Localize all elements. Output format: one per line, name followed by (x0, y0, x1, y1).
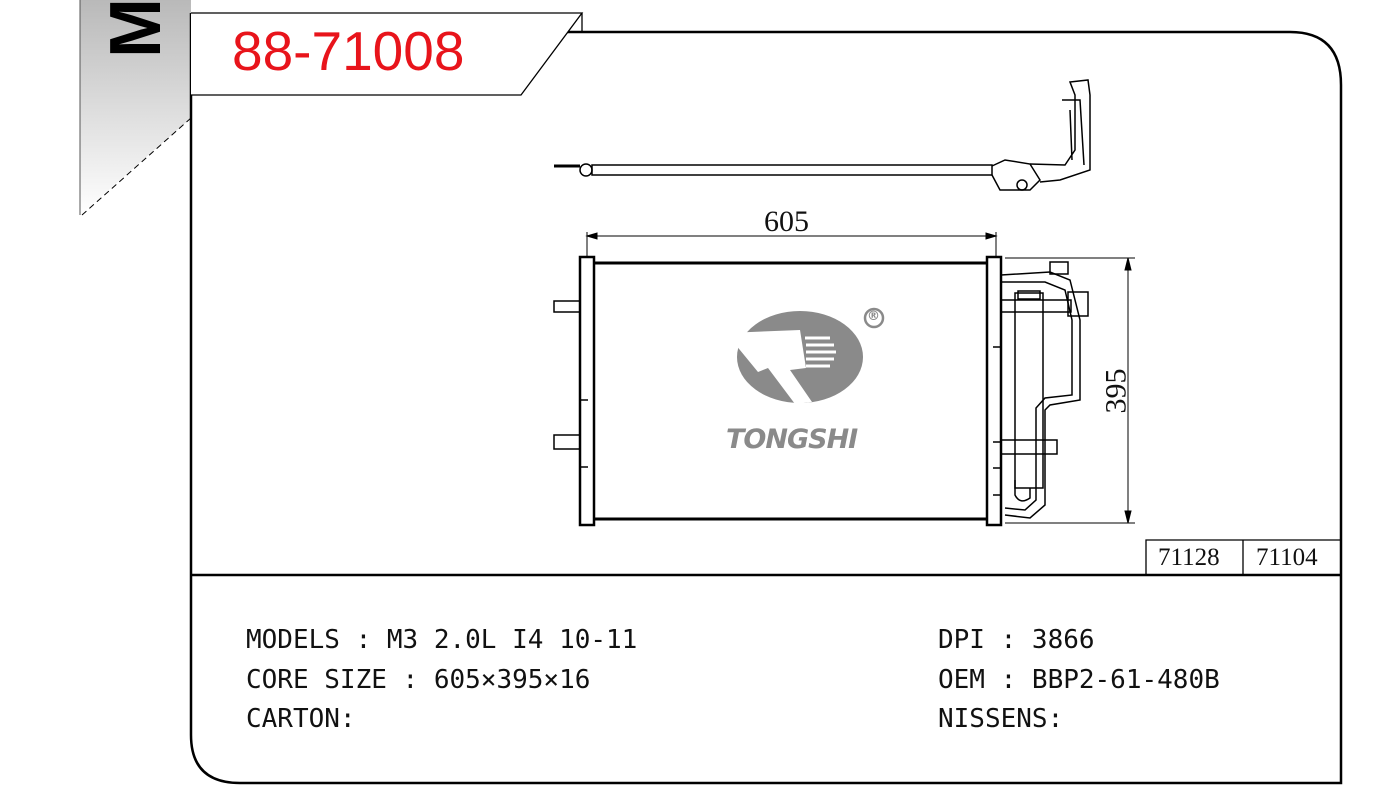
spec-core-size: CORE SIZE : 605×395×16 (246, 665, 591, 695)
side-tab (80, 0, 191, 215)
header-box (191, 12, 584, 96)
spec-models: MODELS : M3 2.0L I4 10-11 (246, 625, 638, 655)
width-dimension-label: 605 (764, 205, 809, 238)
height-dimension (1005, 257, 1135, 524)
tongshi-logo (726, 307, 885, 404)
brand-name: TONGSHI (726, 424, 858, 455)
spec-oem: OEM : BBP2-61-480B (938, 665, 1220, 695)
condenser-front-view (553, 255, 1089, 527)
spec-nissens: NISSENS: (938, 704, 1064, 734)
height-dimension-label: 395 (1099, 368, 1133, 414)
main-border (189, 13, 1343, 785)
condenser-top-view (554, 79, 1091, 191)
spec-dpi: DPI : 3866 (938, 625, 1095, 655)
width-dimension (585, 232, 998, 258)
registered-mark: ® (867, 309, 880, 324)
part-number: 88-71008 (232, 20, 465, 82)
cross-ref-1: 71128 (1158, 544, 1220, 571)
side-tab-letter: M (96, 0, 176, 58)
cross-ref-2: 71104 (1256, 544, 1318, 571)
spec-carton: CARTON: (246, 704, 356, 734)
